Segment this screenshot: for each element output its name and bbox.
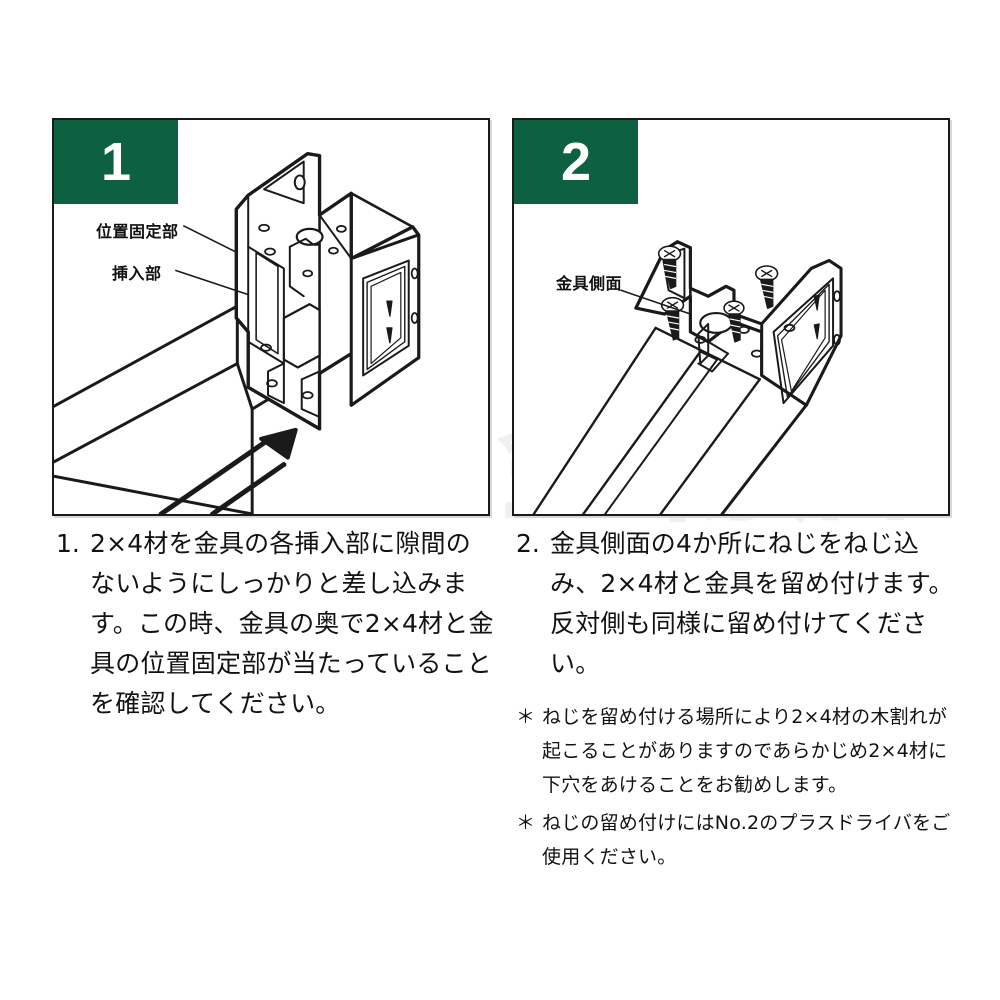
step-number: 2. xyxy=(516,529,540,558)
badge-number: 1 xyxy=(100,132,132,192)
panel-2-artwork xyxy=(532,240,843,514)
callout-label-position-fixing: 位置固定部 xyxy=(96,222,179,241)
illustration-panel-2: 2 金具側面 xyxy=(512,118,950,516)
panel-1-artwork xyxy=(54,151,421,514)
instruction-step-2: 2. 金具側面の4か所にねじをねじ込み、2×4材と金具を留め付けます。反対側も同… xyxy=(516,524,956,684)
note-asterisk: ＊ xyxy=(516,812,536,834)
note-asterisk: ＊ xyxy=(516,706,536,728)
step-number: 1. xyxy=(56,529,80,558)
note-item: ＊ ねじの留め付けにはNo.2のプラスドライバをご使用ください。 xyxy=(516,806,956,874)
screw xyxy=(754,265,779,309)
note-text: ねじの留め付けにはNo.2のプラスドライバをご使用ください。 xyxy=(542,812,951,868)
step-badge-2: 2 xyxy=(514,120,638,204)
instruction-column-right: 2. 金具側面の4か所にねじをねじ込み、2×4材と金具を留め付けます。反対側も同… xyxy=(516,524,956,878)
step-text: 2×4材を金具の各挿入部に隙間のないようにしっかりと差し込みます。この時、金具の… xyxy=(90,529,494,718)
notes-list: ＊ ねじを留め付ける場所により2×4材の木割れが起こることがありますのであらかじ… xyxy=(516,700,956,874)
screw xyxy=(657,245,682,290)
note-text: ねじを留め付ける場所により2×4材の木割れが起こることがありますのであらかじめ2… xyxy=(542,706,948,796)
callout-label-bracket-side-face: 金具側面 xyxy=(556,274,623,293)
instruction-column-left: 1. 2×4材を金具の各挿入部に隙間のないようにしっかりと差し込みます。この時、… xyxy=(56,524,496,724)
badge-number: 2 xyxy=(560,132,592,192)
step-text: 金具側面の4か所にねじをねじ込み、2×4材と金具を留め付けます。反対側も同様に留… xyxy=(550,529,954,678)
instruction-step-1: 1. 2×4材を金具の各挿入部に隙間のないようにしっかりと差し込みます。この時、… xyxy=(56,524,496,724)
screw xyxy=(723,300,745,343)
step-badge-1: 1 xyxy=(54,120,178,204)
note-item: ＊ ねじを留め付ける場所により2×4材の木割れが起こることがありますのであらかじ… xyxy=(516,700,956,802)
screw xyxy=(660,296,685,341)
illustration-panel-1: 1 位置固定部 挿入部 xyxy=(52,118,490,516)
callout-label-insertion: 挿入部 xyxy=(112,264,162,283)
